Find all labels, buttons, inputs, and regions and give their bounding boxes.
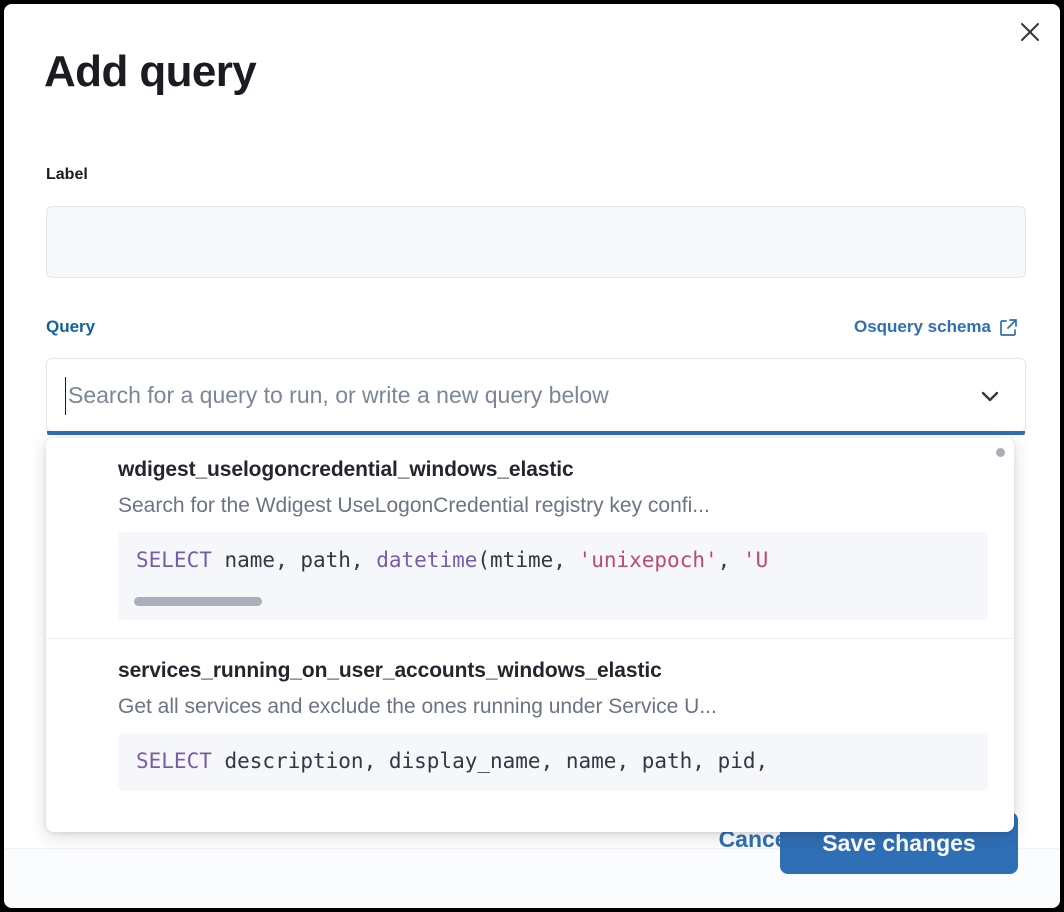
- query-field-label[interactable]: Query: [46, 317, 96, 336]
- dropdown-vertical-scrollbar[interactable]: [996, 448, 1005, 457]
- suggestion-code-block: SELECT name, path, datetime(mtime, 'unix…: [118, 532, 988, 620]
- list-item[interactable]: services_running_on_user_accounts_window…: [46, 638, 1014, 809]
- sql-snippet: SELECT name, path, datetime(mtime, 'unix…: [136, 548, 769, 572]
- external-link-icon: [999, 318, 1018, 337]
- suggestion-description: Search for the Wdigest UseLogonCredentia…: [118, 494, 710, 517]
- code-horizontal-scrollbar[interactable]: [134, 597, 262, 606]
- page-title: Add query: [44, 47, 257, 96]
- suggestion-name: wdigest_uselogoncredential_windows_elast…: [118, 458, 574, 481]
- query-search-combobox[interactable]: [46, 358, 1026, 435]
- sql-snippet: SELECT description, display_name, name, …: [136, 749, 769, 773]
- label-input[interactable]: [46, 206, 1026, 278]
- chevron-down-icon[interactable]: [975, 381, 1005, 411]
- query-suggestions-dropdown: wdigest_uselogoncredential_windows_elast…: [46, 438, 1014, 832]
- osquery-schema-link-label: Osquery schema: [853, 317, 991, 336]
- close-icon[interactable]: [1012, 14, 1048, 50]
- text-caret: [65, 377, 66, 415]
- label-field-label: Label: [46, 166, 88, 183]
- list-item[interactable]: wdigest_uselogoncredential_windows_elast…: [46, 438, 1014, 638]
- add-query-modal: Add query Label Query Osquery schema: [4, 4, 1060, 908]
- suggestion-name: services_running_on_user_accounts_window…: [118, 659, 662, 682]
- osquery-schema-link[interactable]: Osquery schema: [854, 317, 1018, 337]
- suggestion-code-block: SELECT description, display_name, name, …: [118, 733, 988, 791]
- dropdown-scroll-area[interactable]: wdigest_uselogoncredential_windows_elast…: [46, 438, 1014, 832]
- modal-body: Add query Label Query Osquery schema: [4, 4, 1060, 874]
- suggestion-description: Get all services and exclude the ones ru…: [118, 695, 717, 718]
- query-search-input[interactable]: [66, 360, 966, 430]
